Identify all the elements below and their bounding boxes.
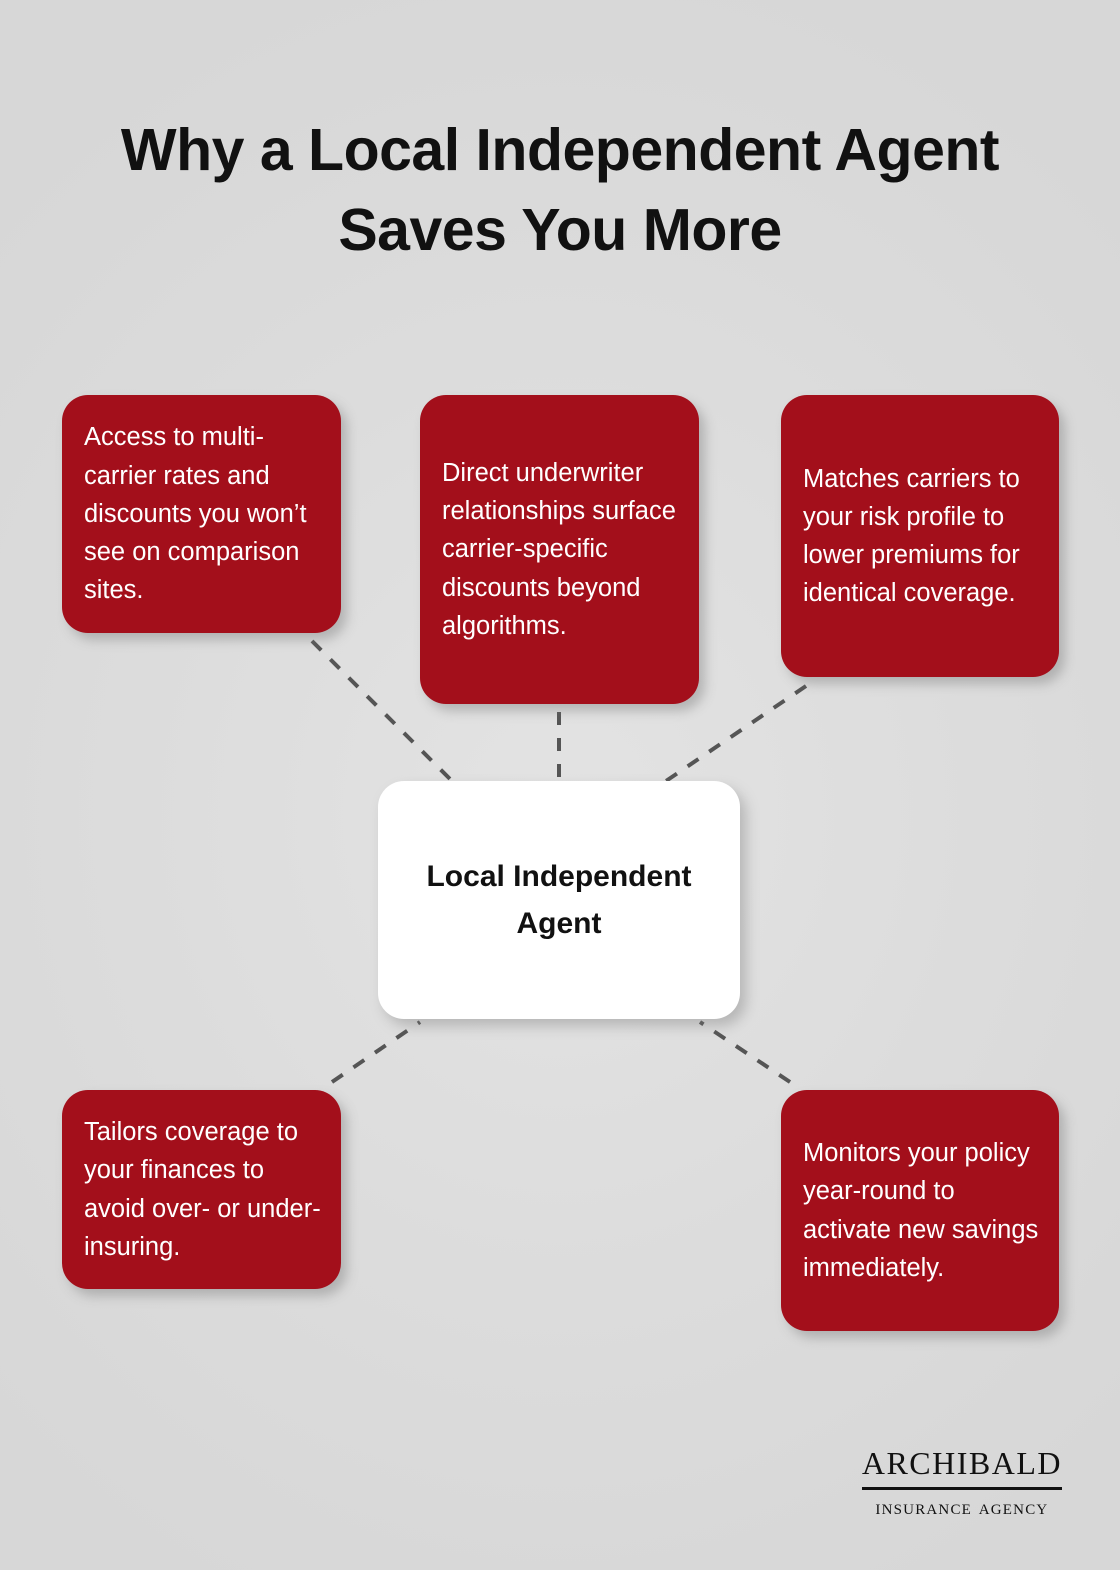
branch-node-monitors[interactable]: Monitors your policy year-round to activ… (781, 1090, 1059, 1331)
branch-node-matches-label: Matches carriers to your risk profile to… (803, 464, 1020, 608)
center-node-local-independent-agent[interactable]: Local Independent Agent (378, 781, 740, 1019)
branch-node-matches[interactable]: Matches carriers to your risk profile to… (781, 395, 1059, 677)
logo-tagline: INSURANCE AGENCY (875, 1494, 1049, 1519)
branch-node-access-label: Access to multi-carrier rates and discou… (84, 423, 307, 605)
connector-monitors-to-center (698, 1020, 792, 1084)
page-title: Why a Local Independent Agent Saves You … (120, 117, 1000, 264)
branch-node-monitors-label: Monitors your policy year-round to activ… (803, 1139, 1039, 1282)
archibald-logo: ARCHIBALD INSURANCE AGENCY (861, 1434, 1062, 1519)
center-node-label: Local Independent Agent (426, 859, 692, 940)
branch-node-tailors[interactable]: Tailors coverage to your finances to avo… (62, 1090, 341, 1289)
logo-divider-rule (861, 1487, 1062, 1490)
branch-node-direct[interactable]: Direct underwriter relationships surface… (420, 395, 699, 704)
connector-matches-to-center (664, 684, 808, 783)
branch-node-tailors-label: Tailors coverage to your finances to avo… (84, 1118, 321, 1261)
branch-node-direct-label: Direct underwriter relationships surface… (442, 458, 676, 640)
logo-wordmark: ARCHIBALD (861, 1434, 1062, 1484)
connector-tailors-to-center (330, 1020, 422, 1084)
connector-access-to-center (310, 639, 454, 783)
branch-node-access[interactable]: Access to multi-carrier rates and discou… (62, 395, 341, 633)
